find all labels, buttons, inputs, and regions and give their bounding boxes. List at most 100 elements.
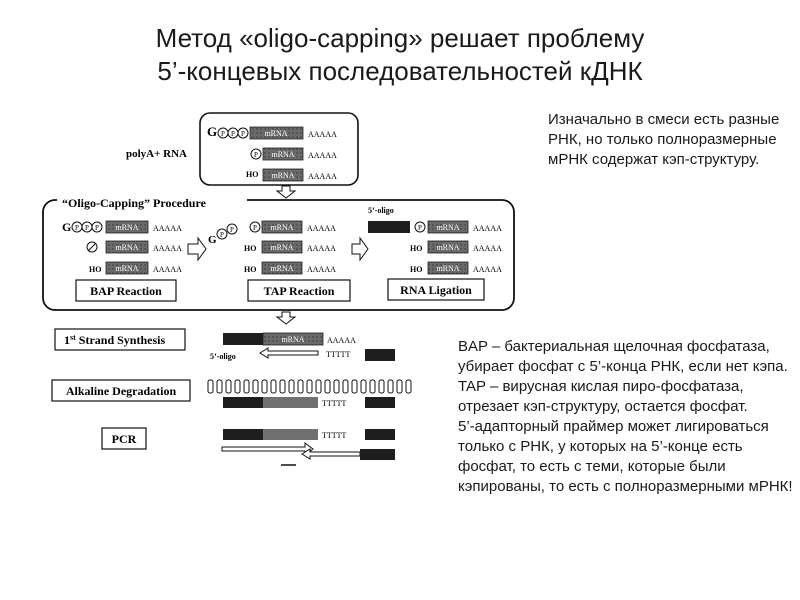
polya-tail: AAAAA: [308, 130, 337, 139]
oligo-label: 5’-oligo: [210, 352, 236, 361]
mrna-label: mRNA: [115, 223, 138, 232]
pcr-reverse-adapter: [360, 449, 395, 460]
phosphate-label: P: [220, 231, 224, 239]
mrna-strand: [105, 261, 149, 275]
mrna-label: mRNA: [271, 171, 294, 180]
mrna-label: mRNA: [270, 243, 293, 252]
hydroxyl-end: HO: [410, 244, 422, 253]
polya-tail: AAAAA: [153, 224, 182, 233]
phosphate-label: P: [231, 130, 235, 138]
mrna-strand: [105, 220, 149, 234]
mrna-strand: [262, 147, 304, 161]
tap-reaction-label: TAP Reaction: [264, 284, 335, 298]
first-strand-label: 1st Strand Synthesis: [64, 333, 165, 347]
cdna-adapter-end: [223, 397, 263, 408]
cdna-arrow-icon: [259, 347, 319, 359]
mrna-strand: [105, 240, 149, 254]
polya-tail: AAAAA: [473, 244, 502, 253]
released-guanosine: G: [208, 234, 217, 246]
phosphate-label: P: [418, 224, 422, 232]
triphosphate-cap: [217, 127, 249, 139]
polya-tail: AAAAA: [308, 172, 337, 181]
title-line-2: 5’-концевых последовательностей кДНК: [157, 56, 643, 86]
down-arrow-icon: [275, 185, 297, 199]
polyt-primer: TTTTT: [322, 399, 347, 408]
mrna-strand: [427, 220, 469, 234]
polya-tail: AAAAA: [307, 244, 336, 253]
phosphate-label: P: [254, 151, 258, 159]
pcr-label: PCR: [112, 432, 137, 446]
bap-note: BAP – бактериальная щелочная фосфатаза, …: [458, 338, 788, 375]
polyt-primer: TTTTT: [326, 350, 351, 359]
mrna-label: mRNA: [436, 243, 459, 252]
title-line-1: Метод «oligo-capping» решает проблему: [155, 23, 645, 53]
first-strand-box: [54, 328, 186, 351]
mrna-label: mRNA: [436, 223, 459, 232]
released-phosphate-circle: [226, 223, 238, 235]
mrna-label: mRNA: [264, 129, 287, 138]
polya-rna-label: polyA+ RNA: [126, 148, 187, 160]
adapter-strand: [365, 429, 395, 440]
oligo-strand: [223, 333, 263, 345]
phosphate-circle: [91, 221, 103, 233]
mrna-label: mRNA: [270, 264, 293, 273]
alkaline-degradation-box: [51, 379, 191, 402]
pcr-box: [101, 427, 147, 450]
ligation-note: 5’-адапторный праймер может лигироваться…: [458, 418, 793, 495]
mrna-strand: [261, 240, 303, 254]
mrna-strand: [249, 126, 304, 140]
phosphate-label: P: [230, 226, 234, 234]
polya-tail: AAAAA: [153, 265, 182, 274]
right-arrow-icon: [187, 236, 207, 262]
mrna-strand: [261, 220, 303, 234]
degraded-rna-fragments: [207, 379, 412, 394]
mrna-label: mRNA: [115, 243, 138, 252]
oligo-label: 5’-oligo: [368, 206, 394, 215]
polya-rna-box: [199, 112, 359, 186]
enzyme-explanation: BAP – бактериальная щелочная фосфатаза, …: [458, 337, 796, 497]
procedure-label: “Oligo-Capping” Procedure: [62, 196, 207, 210]
mrna-label: mRNA: [271, 150, 294, 159]
mrna-label: mRNA: [270, 223, 293, 232]
mrna-strand: [262, 168, 304, 182]
pcr-forward-body: [263, 429, 318, 440]
hydroxyl-end: HO: [244, 265, 256, 274]
phosphate-label: P: [253, 224, 257, 232]
pcr-forward-adapter: [223, 429, 263, 440]
polyt-primer: TTTTT: [322, 431, 347, 440]
bap-reaction-label: BAP Reaction: [90, 284, 162, 298]
polya-tail: AAAAA: [307, 224, 336, 233]
mrna-strand: [261, 261, 303, 275]
hydroxyl-end: HO: [89, 265, 101, 274]
slide-title: Метод «oligo-capping» решает проблему 5’…: [40, 22, 760, 88]
mrna-strand: [427, 240, 469, 254]
phosphate-label: P: [95, 224, 99, 232]
polya-tail: AAAAA: [308, 151, 337, 160]
polya-tail: AAAAA: [327, 336, 356, 345]
strike-icon: [87, 242, 97, 252]
hydroxyl-end: HO: [410, 265, 422, 274]
hydroxyl-end: HO: [246, 170, 258, 179]
rna-ligation-box: [387, 278, 485, 301]
polya-tail: AAAAA: [307, 265, 336, 274]
cdna-body: [263, 397, 318, 408]
mrna-strand: [262, 332, 324, 346]
mrna-strand: [427, 261, 469, 275]
released-phosphate-circle: [216, 228, 228, 240]
phosphate-circle: [249, 221, 261, 233]
phosphate-label: P: [241, 130, 245, 138]
mrna-label: mRNA: [436, 264, 459, 273]
alkaline-degradation-label: Alkaline Degradation: [66, 384, 177, 398]
tap-reaction-box: [247, 279, 351, 302]
mrna-label: mRNA: [115, 264, 138, 273]
right-arrow-icon: [351, 236, 369, 262]
rna-ligation-label: RNA Ligation: [400, 283, 472, 297]
polya-tail: AAAAA: [153, 244, 182, 253]
bap-reaction-box: [75, 279, 177, 302]
adapter-strand: [365, 397, 395, 408]
mrna-label: mRNA: [281, 335, 304, 344]
tap-note: TAP – вирусная кислая пиро-фосфатаза, от…: [458, 378, 748, 415]
guanosine-cap: G: [62, 220, 71, 234]
procedure-box: [42, 199, 515, 311]
